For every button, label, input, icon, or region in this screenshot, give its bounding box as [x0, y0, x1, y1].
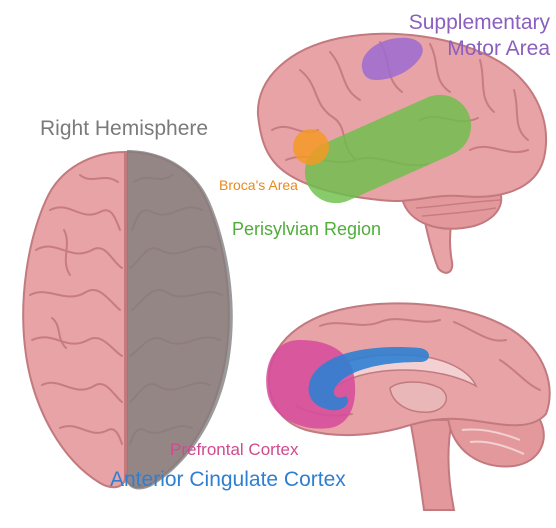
perisylvian-region-label: Perisylvian Region	[232, 219, 381, 240]
top-view-brain	[23, 150, 233, 489]
right-hemisphere-overlay	[127, 150, 233, 489]
supplementary-motor-area-line1: Supplementary	[409, 10, 550, 36]
brocas-area-label: Broca's Area	[219, 177, 298, 193]
supplementary-motor-area-line2: Motor Area	[409, 36, 550, 62]
anterior-cingulate-cortex-label: Anterior Cingulate Cortex	[110, 468, 346, 492]
brocas-area-region	[293, 129, 329, 165]
right-hemisphere-label: Right Hemisphere	[40, 117, 208, 141]
left-hemisphere-shape	[23, 152, 125, 487]
supplementary-motor-area-label: Supplementary Motor Area	[409, 10, 550, 63]
prefrontal-cortex-label: Prefrontal Cortex	[170, 440, 299, 460]
sagittal-brainstem	[410, 420, 454, 510]
